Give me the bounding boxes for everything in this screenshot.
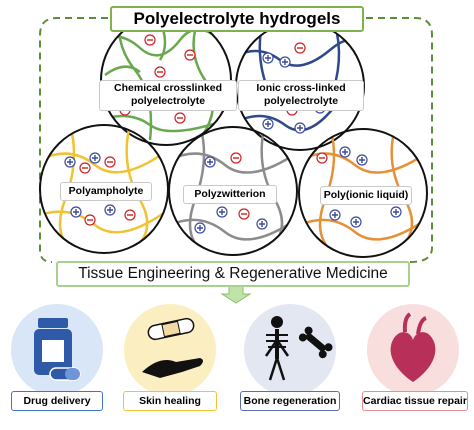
app-bone-graphic xyxy=(244,304,336,396)
label-ionic-crosslinked: Ionic cross-linked polyelectrolyte xyxy=(238,80,364,111)
bone-icon xyxy=(298,326,333,359)
app-label-skin-healing: Skin healing xyxy=(123,391,217,411)
ion-sign-mark xyxy=(393,209,399,215)
skull xyxy=(271,316,283,328)
ion-sign-mark xyxy=(259,221,265,227)
ion-sign-mark xyxy=(197,225,203,231)
app-drug-graphic xyxy=(11,304,103,396)
label-line-2: polyelectrolyte xyxy=(263,95,339,107)
app-label-bone-regeneration: Bone regeneration xyxy=(240,391,340,411)
ion-sign-mark xyxy=(282,59,288,65)
page-title: Polyelectrolyte hydrogels xyxy=(110,6,364,32)
dashed-frame xyxy=(39,17,433,263)
label-polyzwitterion: Polyzwitterion xyxy=(183,185,277,204)
ion-markers xyxy=(64,34,402,234)
ion-sign-mark xyxy=(342,149,348,155)
ion-sign-mark xyxy=(67,159,73,165)
app-label-drug-delivery: Drug delivery xyxy=(11,391,103,411)
bottle-cap xyxy=(38,318,68,328)
ion-sign-mark xyxy=(92,155,98,161)
banner-tissue-engineering: Tissue Engineering & Regenerative Medici… xyxy=(56,261,410,287)
down-arrow xyxy=(220,284,252,304)
label-line-1: Chemical crosslinked xyxy=(114,82,222,94)
label-chemical-crosslinked: Chemical crosslinked polyelectrolyte xyxy=(99,80,237,111)
ion-sign-mark xyxy=(73,209,79,215)
ion-sign-mark xyxy=(265,55,271,61)
label-line-2: polyelectrolyte xyxy=(130,95,206,107)
app-skin-graphic xyxy=(124,304,216,396)
label-polyampholyte: Polyampholyte xyxy=(60,182,152,201)
ion-sign-mark xyxy=(359,157,365,163)
ion-sign-mark xyxy=(297,125,303,131)
app-heart-graphic xyxy=(367,304,459,396)
heart-icon xyxy=(390,332,436,382)
app-label-cardiac-tissue-repair: Cardiac tissue repair xyxy=(362,391,468,411)
label-line-1: Ionic cross-linked xyxy=(256,82,346,94)
ion-sign-mark xyxy=(107,207,113,213)
label-poly-ionic-liquid: Poly(ionic liquid) xyxy=(320,186,412,205)
ion-sign-mark xyxy=(332,212,338,218)
ion-sign-mark xyxy=(353,219,359,225)
hand-icon xyxy=(142,358,203,378)
ion-sign-mark xyxy=(219,209,225,215)
ion-sign-mark xyxy=(207,159,213,165)
ion-sign-mark xyxy=(265,121,271,127)
